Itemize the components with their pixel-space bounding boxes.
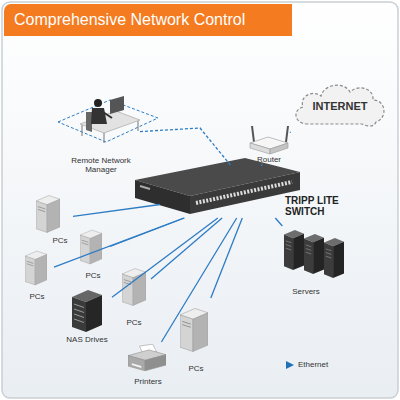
label-block: PCs bbox=[117, 318, 151, 327]
switch-left bbox=[135, 180, 190, 214]
pc-tower bbox=[180, 308, 208, 351]
desk-leg bbox=[82, 125, 83, 136]
nas-drive bbox=[72, 290, 102, 332]
title-band: Comprehensive Network Control bbox=[4, 4, 292, 36]
switch-illustration bbox=[135, 158, 300, 214]
server-tower bbox=[324, 238, 344, 278]
person-body bbox=[91, 108, 107, 124]
node-label: PCs bbox=[117, 318, 151, 327]
ethernet-cable bbox=[275, 218, 282, 226]
ethernet-cable bbox=[151, 218, 222, 279]
router-illustration bbox=[250, 126, 288, 154]
label-block: Printers bbox=[125, 377, 171, 386]
printer bbox=[128, 344, 166, 371]
label-block: NAS Drives bbox=[62, 335, 112, 344]
legend-text: Ethernet bbox=[298, 360, 328, 370]
cloud-node: INTERNET bbox=[290, 78, 390, 132]
switch-node: TRIPP LITE SWITCH bbox=[160, 166, 345, 218]
ethernet-cable bbox=[261, 164, 263, 166]
ethernet-cable bbox=[112, 218, 218, 297]
label-block: TRIPP LITE SWITCH bbox=[285, 195, 345, 217]
label-block: Servers bbox=[278, 287, 334, 296]
printer-node: Printers bbox=[125, 342, 171, 386]
antenna bbox=[286, 126, 288, 142]
node-label: PCs bbox=[47, 236, 73, 245]
person-arm bbox=[103, 112, 112, 118]
title: Comprehensive Network Control bbox=[14, 11, 245, 29]
ethernet-cable bbox=[54, 218, 184, 267]
pc-node: PCs bbox=[33, 193, 73, 245]
monitor bbox=[110, 96, 124, 114]
node-label: Router bbox=[248, 155, 290, 164]
ethernet-cable bbox=[161, 218, 236, 342]
remote-manager-illustration bbox=[58, 96, 158, 143]
node-label: PCs bbox=[20, 292, 54, 301]
switch-front bbox=[190, 172, 300, 214]
node-label: PCs bbox=[76, 271, 110, 280]
label-block: PCs bbox=[20, 292, 54, 301]
pc-tower bbox=[80, 230, 102, 264]
nas-node: NAS Drives bbox=[62, 288, 112, 344]
dashed-zone bbox=[58, 100, 158, 142]
pc-tower bbox=[36, 196, 60, 233]
label-block: Router bbox=[248, 155, 290, 164]
desk bbox=[80, 111, 140, 133]
pc-node: PCs bbox=[117, 260, 151, 327]
device-icons bbox=[25, 196, 344, 371]
node-label: Remote Network Manager bbox=[65, 156, 137, 174]
label-block: INTERNET bbox=[290, 100, 390, 112]
server-tower bbox=[304, 234, 324, 274]
server-tower bbox=[284, 230, 304, 270]
antenna bbox=[252, 126, 254, 142]
ethernet-cable bbox=[73, 205, 160, 217]
node-label: NAS Drives bbox=[62, 335, 112, 344]
person-head bbox=[94, 99, 102, 107]
node-label: TRIPP LITE SWITCH bbox=[285, 195, 345, 217]
node-label: PCs bbox=[176, 364, 216, 373]
router-side bbox=[270, 143, 288, 154]
pc-tower bbox=[25, 251, 47, 285]
label-block: PCs bbox=[47, 236, 73, 245]
pc-node: PCs bbox=[76, 226, 110, 280]
switch-badge bbox=[140, 186, 150, 189]
pc-node: PCs bbox=[20, 246, 54, 301]
remote-manager-node: Remote Network Manager bbox=[62, 94, 140, 174]
pc-node: PCs bbox=[176, 298, 216, 373]
chair bbox=[86, 112, 92, 132]
legend-triangle bbox=[286, 361, 294, 369]
node-label: Printers bbox=[125, 377, 171, 386]
server-node: Servers bbox=[278, 226, 348, 296]
label-block: PCs bbox=[76, 271, 110, 280]
ethernet-cable bbox=[289, 131, 291, 133]
desk-leg bbox=[138, 121, 139, 131]
node-label: INTERNET bbox=[290, 100, 390, 112]
router-node: Router bbox=[248, 124, 290, 164]
label-block: Remote Network Manager bbox=[65, 156, 137, 174]
desk-leg bbox=[104, 133, 105, 143]
router-front bbox=[250, 143, 270, 154]
switch-ports bbox=[196, 182, 292, 203]
node-label: Servers bbox=[278, 287, 334, 296]
label-block: PCs bbox=[176, 364, 216, 373]
dashed-connector bbox=[140, 128, 231, 166]
ethernet-cable bbox=[211, 218, 243, 298]
legend-swatch bbox=[285, 360, 295, 370]
